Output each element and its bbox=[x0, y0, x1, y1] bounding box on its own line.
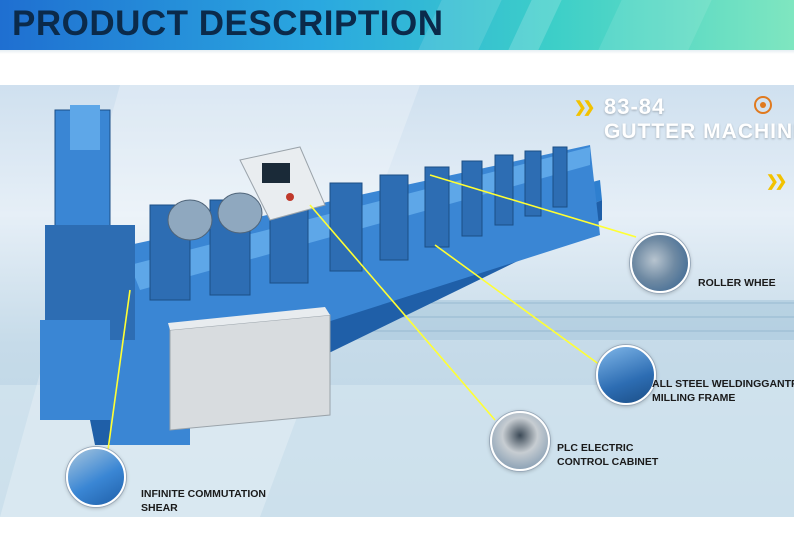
callout-shear: INFINITE COMMUTATION SHEAR bbox=[141, 487, 266, 515]
shear-thumbnail bbox=[66, 447, 126, 507]
callout-steel-frame: ALL STEEL WELDINGGANTRY MILLING FRAME bbox=[652, 377, 794, 405]
callout-frame-line1: ALL STEEL WELDINGGANTRY bbox=[652, 378, 794, 390]
header-banner: PRODUCT DESCRIPTION bbox=[0, 0, 794, 50]
product-photo bbox=[0, 85, 794, 517]
callout-roller-wheel: ROLLER WHEE bbox=[698, 277, 776, 289]
side-chevron-icon: ❯❯ bbox=[766, 173, 787, 190]
callout-plc-cabinet: PLC ELECTRIC CONTROL CABINET bbox=[557, 441, 658, 469]
title-chevron-icon: ❯❯ bbox=[574, 99, 595, 116]
banner-divider bbox=[0, 50, 794, 54]
callout-frame-line2: MILLING FRAME bbox=[652, 392, 736, 404]
machine-model: 83-84 bbox=[604, 94, 666, 119]
banner-stripe bbox=[598, 0, 712, 50]
plc-cabinet-thumbnail bbox=[490, 411, 550, 471]
machine-name: GUTTER MACHINE bbox=[604, 120, 794, 143]
machine-illustration bbox=[0, 85, 794, 517]
roller-wheel-thumbnail bbox=[630, 233, 690, 293]
banner-stripe bbox=[508, 0, 562, 50]
target-icon bbox=[754, 96, 772, 114]
steel-frame-thumbnail bbox=[596, 345, 656, 405]
machine-title: 83-84 GUTTER MACHINE bbox=[604, 94, 794, 144]
callout-plc-line1: PLC ELECTRIC bbox=[557, 442, 634, 454]
callout-shear-line1: INFINITE COMMUTATION bbox=[141, 488, 267, 500]
page-title: PRODUCT DESCRIPTION bbox=[12, 4, 444, 43]
callout-plc-line2: CONTROL CABINET bbox=[557, 456, 659, 468]
callout-shear-line2: SHEAR bbox=[141, 502, 178, 514]
